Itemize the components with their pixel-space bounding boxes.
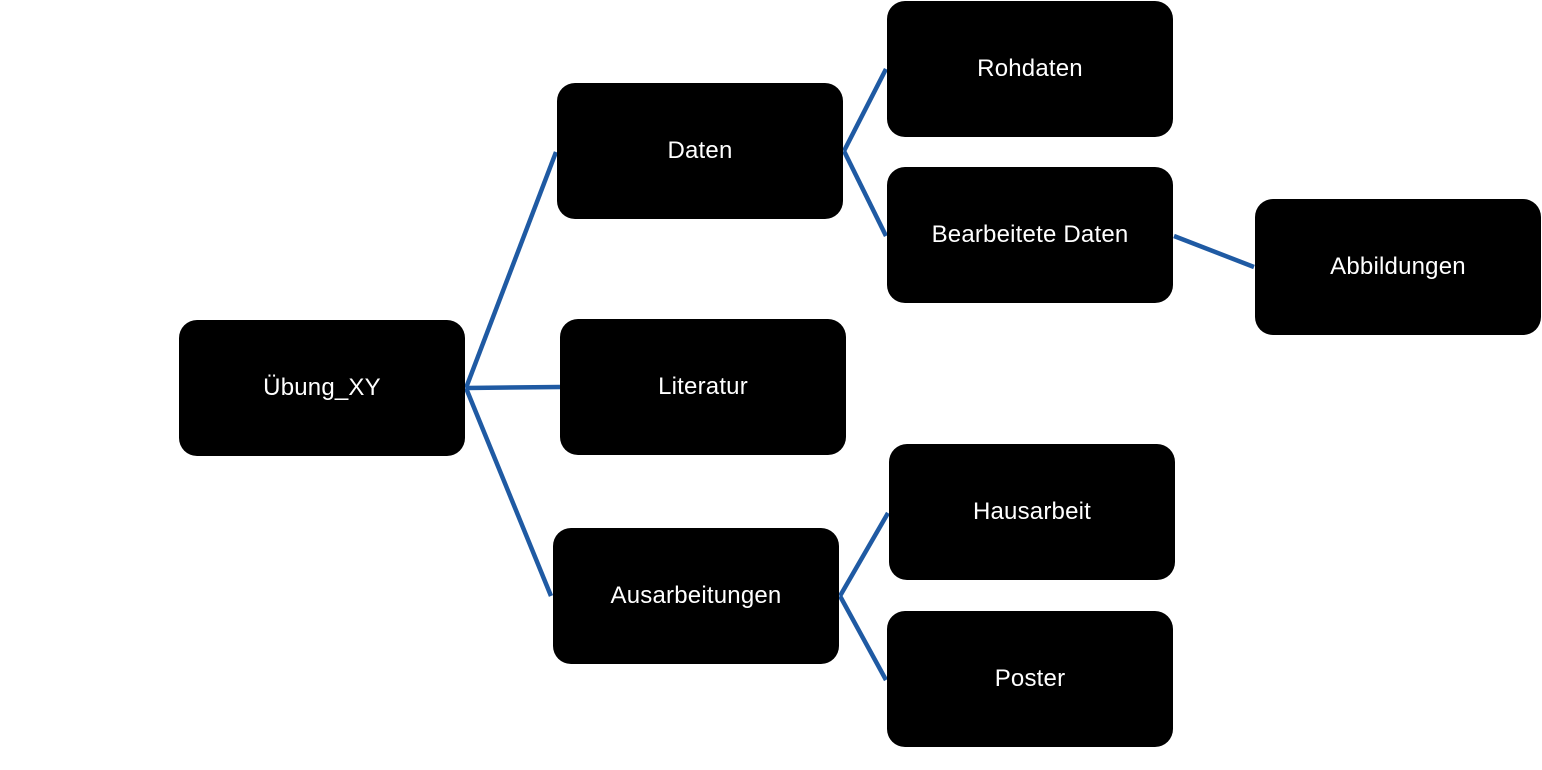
node-uebung-xy: Übung_XY [179, 320, 465, 456]
connector-root-ausarbeitungen [463, 387, 554, 597]
connector-ausarbeitungen-poster [838, 594, 888, 682]
node-label: Literatur [658, 373, 748, 400]
connector-daten-bearbeitete [841, 150, 889, 237]
node-literatur: Literatur [560, 319, 846, 455]
node-label: Rohdaten [977, 55, 1083, 82]
node-label: Übung_XY [263, 374, 381, 401]
connector-root-daten [463, 151, 559, 389]
node-rohdaten: Rohdaten [887, 1, 1173, 137]
node-ausarbeitungen: Ausarbeitungen [553, 528, 839, 664]
connector-root-literatur [465, 384, 561, 391]
node-poster: Poster [887, 611, 1173, 747]
node-daten: Daten [557, 83, 843, 219]
node-bearbeitete-daten: Bearbeitete Daten [887, 167, 1173, 303]
node-hausarbeit: Hausarbeit [889, 444, 1175, 580]
connector-daten-rohdaten [841, 67, 889, 153]
node-label: Bearbeitete Daten [931, 221, 1129, 248]
node-label: Ausarbeitungen [610, 582, 782, 609]
node-label: Poster [994, 665, 1066, 692]
connector-ausarbeitungen-hausarbeit [838, 511, 890, 598]
node-label: Abbildungen [1330, 253, 1466, 280]
node-label: Daten [667, 137, 733, 164]
connector-bearbeitete-abbildungen [1173, 233, 1255, 270]
node-abbildungen: Abbildungen [1255, 199, 1541, 335]
node-label: Hausarbeit [972, 498, 1092, 525]
